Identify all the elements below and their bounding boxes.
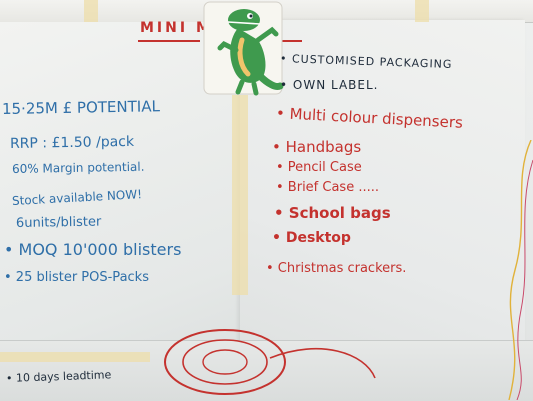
title-underline xyxy=(138,40,200,42)
spiral-doodle xyxy=(164,329,376,395)
tape-strip-vertical xyxy=(232,95,248,295)
note-dispensers: • Multi colour dispensers xyxy=(275,104,464,132)
paper-sheet-bottom xyxy=(0,340,533,401)
tape-strip-bottom xyxy=(0,352,150,362)
note-moq: • MOQ 10'000 blisters xyxy=(4,240,182,259)
tape-strip-top-right xyxy=(415,0,429,22)
note-potential: 15·25M £ POTENTIAL xyxy=(1,97,161,118)
cable-wire xyxy=(508,140,533,400)
note-christmas-crackers: • Christmas crackers. xyxy=(266,261,407,276)
title-underline-right xyxy=(280,40,302,42)
note-pencil-case: • Pencil Case xyxy=(276,160,362,175)
note-handbags: • Handbags xyxy=(272,138,362,156)
note-desktop: • Desktop xyxy=(272,230,351,246)
note-stock: Stock available NOW! xyxy=(11,187,143,208)
paper-sheet-right xyxy=(240,20,525,400)
note-brief-case: • Brief Case ..... xyxy=(276,180,379,195)
note-units: 6units/blister xyxy=(15,214,102,231)
note-leadtime: • 10 days leadtime xyxy=(5,368,112,385)
note-margin: 60% Margin potential. xyxy=(11,159,145,176)
note-rrp: RRP : £1.50 /pack xyxy=(9,133,135,152)
note-own-label: • OWN LABEL. xyxy=(280,78,379,92)
note-pos-packs: • 25 blister POS-Packs xyxy=(4,270,149,285)
note-customised-packaging: • CUSTOMISED PACKAGING xyxy=(279,52,453,72)
note-school-bags: • School bags xyxy=(274,204,391,222)
dinosaur-sticker-icon xyxy=(203,1,284,96)
tape-strip-top-left xyxy=(84,0,98,22)
